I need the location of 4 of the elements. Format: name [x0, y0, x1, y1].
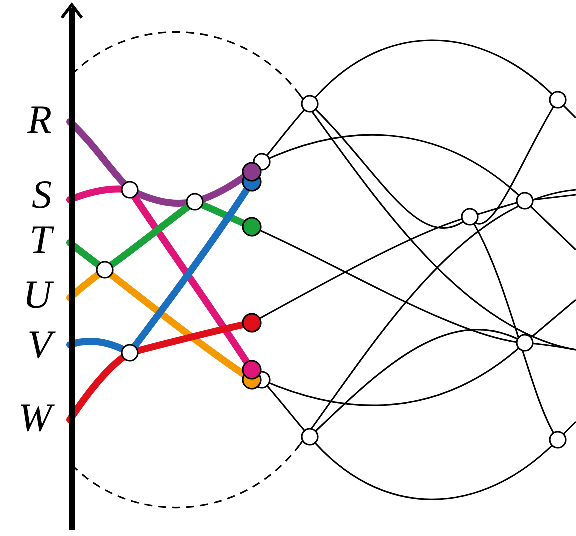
axis-label: T — [8, 220, 52, 260]
axis-label: R — [26, 100, 52, 140]
axis-label: S — [31, 175, 52, 215]
axis-label: U — [8, 275, 52, 315]
